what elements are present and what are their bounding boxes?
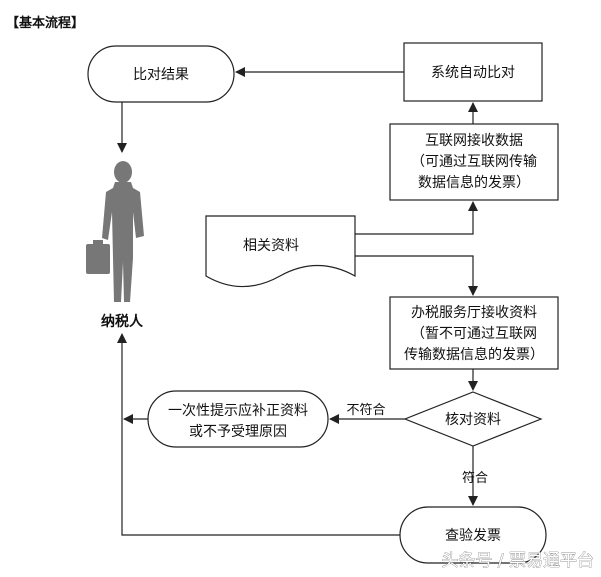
result-node	[87, 45, 235, 103]
edge-label-no-match: 不符合	[346, 402, 385, 418]
edge-documents-to-hall	[355, 255, 478, 296]
system-compare-label: 系统自动比对	[431, 65, 515, 81]
internet-receive-line-1: 互联网接收数据	[425, 132, 523, 149]
hall-receive-line-2: （暂不可通过互联网	[411, 326, 537, 342]
check-label: 核对资料	[445, 412, 501, 428]
edge-documents-to-internet	[355, 201, 478, 235]
hall-receive-line-3: 传输数据信息的发票）	[404, 346, 544, 363]
result-label: 比对结果	[133, 67, 189, 83]
taxpayer-label: 纳税人	[101, 313, 144, 330]
notice-line-1: 一次性提示应补正资料	[168, 402, 308, 419]
edge-label-match: 符合	[462, 470, 488, 486]
edge-inspect-to-taxpayer	[117, 333, 400, 536]
inspect-label: 查验发票	[445, 528, 501, 544]
documents-label: 相关资料	[243, 238, 299, 254]
internet-receive-line-3: 数据信息的发票）	[418, 174, 530, 191]
hall-receive-line-1: 办税服务厅接收资料	[411, 304, 537, 321]
notice-line-2: 或不予受理原因	[189, 424, 287, 440]
internet-receive-line-2: （可通过互联网传输	[411, 154, 537, 170]
system-compare-node	[403, 42, 543, 102]
hall-receive-node	[389, 296, 559, 370]
internet-receive-node	[389, 123, 559, 201]
documents-node	[205, 215, 356, 288]
watermark: 头条号 / 票易通平台	[441, 551, 594, 571]
section-title: 【基本流程】	[6, 15, 84, 31]
taxpayer-person-icon	[86, 161, 144, 302]
